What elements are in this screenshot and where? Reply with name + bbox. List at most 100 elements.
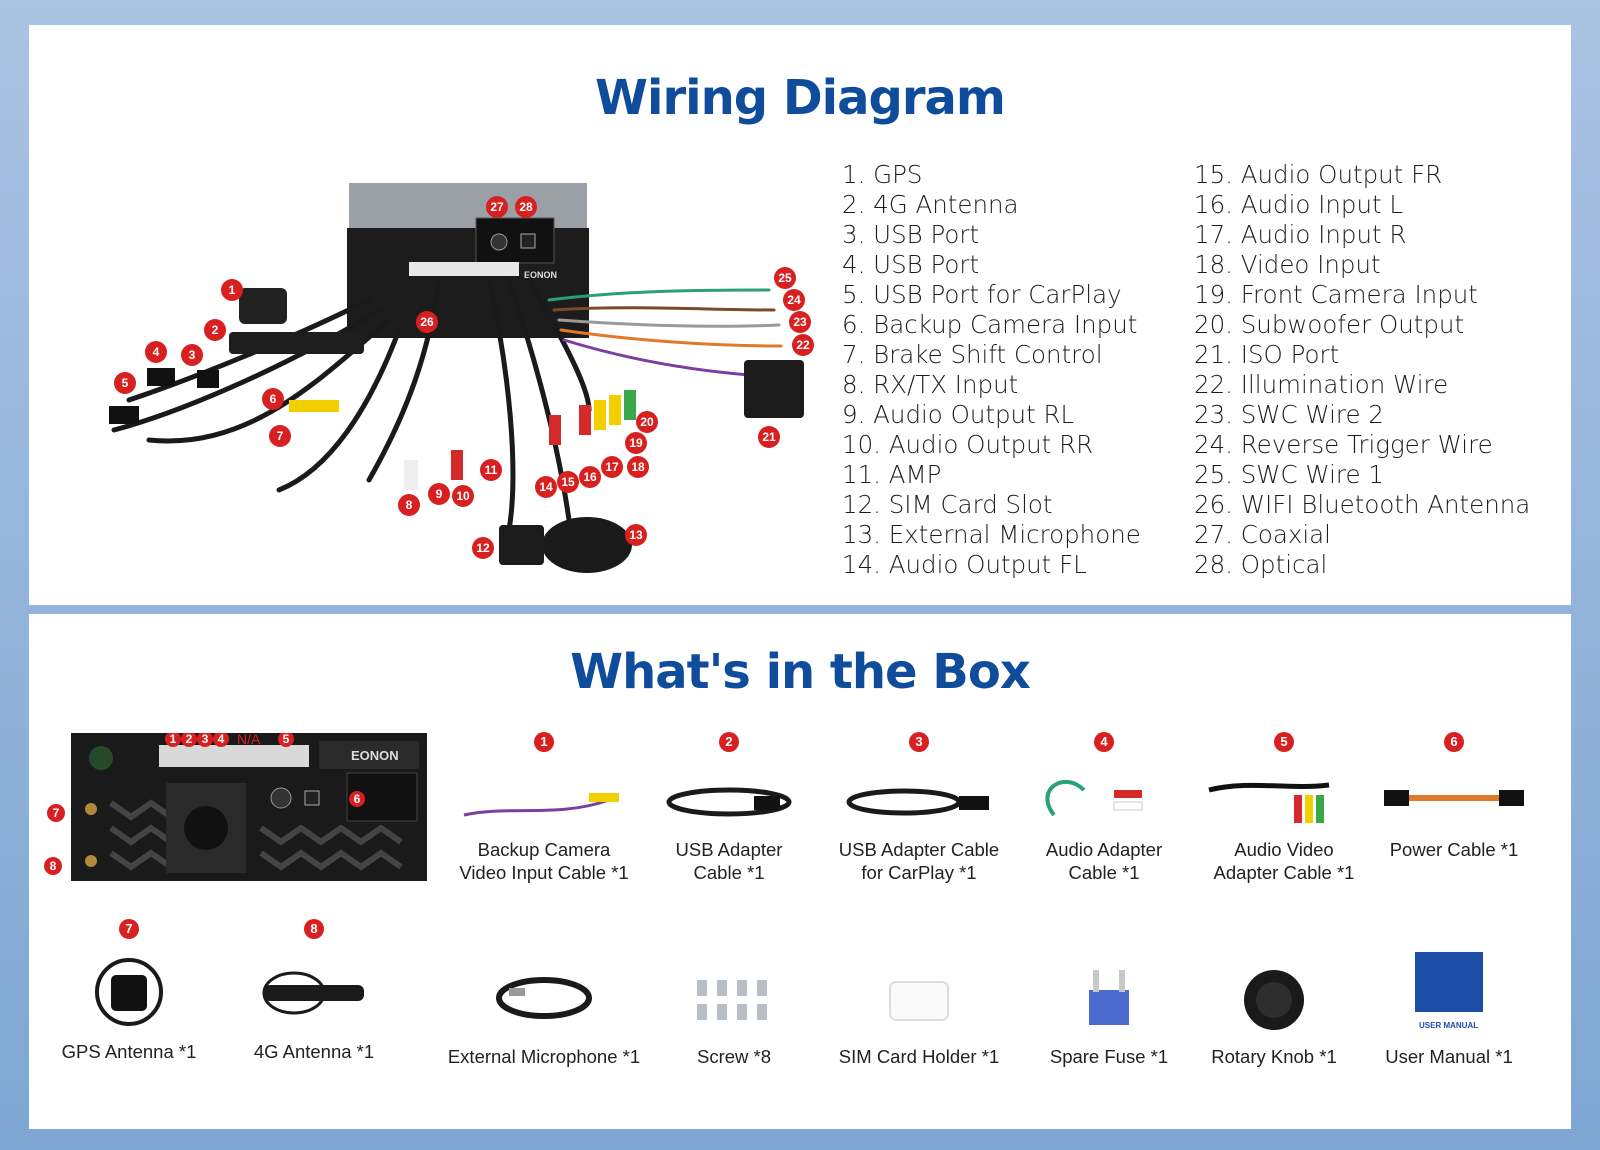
legend-item: 4. USB Port — [842, 250, 980, 279]
product-label-line1: Audio Video — [1234, 839, 1334, 860]
product-label-line2: Cable *1 — [693, 862, 765, 883]
legend-item: 2. 4G Antenna — [842, 190, 1019, 219]
product-label: Spare Fuse *1 — [1049, 1046, 1169, 1067]
product-label-line2: Video Input Cable *1 — [459, 862, 629, 883]
legend-item: 23. SWC Wire 2 — [1194, 400, 1384, 429]
audio-adapter-cable-image — [1024, 760, 1184, 830]
manual-cover-text: USER MANUAL — [1419, 1021, 1478, 1030]
svg-text:1: 1 — [170, 733, 177, 746]
product-label-line2: Cable *1 — [1068, 862, 1140, 883]
whats-in-box-panel: What's in the Box EONON 1 — [29, 614, 1571, 1129]
gps-antenna-image — [49, 947, 209, 1032]
svg-text:4: 4 — [153, 345, 160, 359]
backup-camera-cable-image — [449, 760, 639, 830]
usb-plug-c — [109, 406, 139, 424]
wiring-diagram-panel: Wiring Diagram EONON — [29, 25, 1571, 605]
svg-text:3: 3 — [189, 348, 196, 362]
svg-text:23: 23 — [793, 315, 807, 329]
wiring-diagram-title: Wiring Diagram — [595, 70, 1006, 126]
product-external-microphone: External Microphone *1 — [429, 919, 659, 1068]
svg-text:20: 20 — [640, 415, 654, 429]
product-label-line1: USB Adapter — [675, 839, 783, 860]
screw-image — [669, 952, 799, 1037]
sim-slot-box — [499, 525, 544, 565]
head-unit-rear-image: EONON 1 2 3 4 N/A 5 6 — [49, 731, 427, 881]
user-manual-image: USER MANUAL — [1369, 952, 1529, 1047]
product-sim-card-holder: SIM Card Holder *1 — [824, 919, 1014, 1068]
unit-badge-7: 7 — [47, 804, 65, 822]
rotary-knob-image — [1194, 952, 1354, 1037]
product-label-line1: Backup Camera — [477, 839, 611, 860]
svg-text:8: 8 — [406, 498, 413, 512]
product-label: Rotary Knob *1 — [1211, 1046, 1337, 1067]
product-usb-adapter-cable: 2 USB Adapter Cable *1 — [654, 732, 804, 884]
unit-badge-8: 8 — [44, 857, 62, 875]
external-microphone — [542, 517, 632, 573]
svg-text:21: 21 — [762, 430, 776, 444]
legend-item: 10. Audio Output RR — [842, 430, 1094, 459]
product-4g-antenna: 8 4G Antenna *1 — [234, 919, 394, 1063]
legend-item: 6. Backup Camera Input — [842, 310, 1138, 339]
svg-text:6: 6 — [270, 392, 277, 406]
svg-text:11: 11 — [485, 463, 498, 477]
product-number: 6 — [1444, 732, 1464, 752]
unit-brand: EONON — [351, 748, 399, 763]
svg-text:9: 9 — [436, 487, 443, 501]
usb-carplay-cable-image — [829, 760, 1009, 830]
product-usb-carplay-cable: 3 USB Adapter Cable for CarPlay *1 — [829, 732, 1009, 884]
gps-module — [239, 288, 287, 324]
product-label-line1: Audio Adapter — [1045, 839, 1163, 860]
product-label: External Microphone *1 — [447, 1046, 641, 1067]
colored-wires — [547, 288, 783, 377]
legend-item: 19. Front Camera Input — [1194, 280, 1478, 309]
legend-item: 9. Audio Output RL — [842, 400, 1075, 429]
sim-card-holder-image — [824, 952, 1014, 1037]
legend-item: 11. AMP — [842, 460, 942, 489]
svg-text:17: 17 — [605, 460, 619, 474]
product-backup-camera-cable: 1 Backup Camera Video Input Cable *1 — [449, 732, 639, 884]
legend-item: 8. RX/TX Input — [842, 370, 1019, 399]
legend-item: 16. Audio Input L — [1194, 190, 1404, 219]
svg-text:24: 24 — [787, 293, 801, 307]
product-number: 4 — [1094, 732, 1114, 752]
coaxial-port — [490, 233, 508, 251]
legend-item: 1. GPS — [842, 160, 923, 189]
legend-item: 12. SIM Card Slot — [842, 490, 1053, 519]
usb-adapter-cable-image — [654, 760, 804, 830]
usb-plug-b — [197, 370, 219, 388]
usb-plug-a — [147, 368, 175, 386]
svg-text:25: 25 — [778, 271, 792, 285]
legend-item: 26. WIFI Bluetooth Antenna — [1194, 490, 1531, 519]
svg-text:14: 14 — [539, 480, 553, 494]
legend-item: 15. Audio Output FR — [1194, 160, 1443, 189]
4g-antenna-image — [234, 947, 394, 1032]
optical-port — [520, 233, 536, 249]
svg-text:27: 27 — [490, 200, 504, 214]
wiring-diagram-image: EONON — [69, 150, 829, 590]
product-label: User Manual *1 — [1385, 1046, 1513, 1067]
product-screw: Screw *8 — [669, 919, 799, 1068]
iso-connector — [744, 360, 804, 418]
product-label: SIM Card Holder *1 — [838, 1046, 1000, 1067]
legend-item: 22. Illumination Wire — [1194, 370, 1449, 399]
rca-plugs-right — [534, 390, 636, 450]
diagram-badges: 1 2 3 4 5 6 7 8 9 10 11 12 13 14 15 16 1… — [114, 196, 814, 559]
svg-text:28: 28 — [519, 200, 533, 214]
legend-item: 5. USB Port for CarPlay — [842, 280, 1122, 309]
legend-column-1: 1. GPS 2. 4G Antenna 3. USB Port 4. USB … — [842, 160, 1141, 580]
svg-text:4: 4 — [218, 733, 225, 746]
product-label: Screw *8 — [696, 1046, 772, 1067]
legend-item: 18. Video Input — [1194, 250, 1381, 279]
svg-text:13: 13 — [629, 528, 643, 542]
svg-text:3: 3 — [202, 733, 209, 746]
svg-text:2: 2 — [212, 323, 219, 337]
svg-text:10: 10 — [456, 489, 470, 503]
svg-text:2: 2 — [186, 733, 193, 746]
product-audio-adapter-cable: 4 Audio Adapter Cable *1 — [1024, 732, 1184, 884]
product-number: 5 — [1274, 732, 1294, 752]
svg-text:5: 5 — [283, 733, 290, 746]
power-cable-image — [1374, 760, 1534, 830]
product-number: 3 — [909, 732, 929, 752]
product-number: 8 — [304, 919, 324, 939]
legend-item: 17. Audio Input R — [1194, 220, 1407, 249]
